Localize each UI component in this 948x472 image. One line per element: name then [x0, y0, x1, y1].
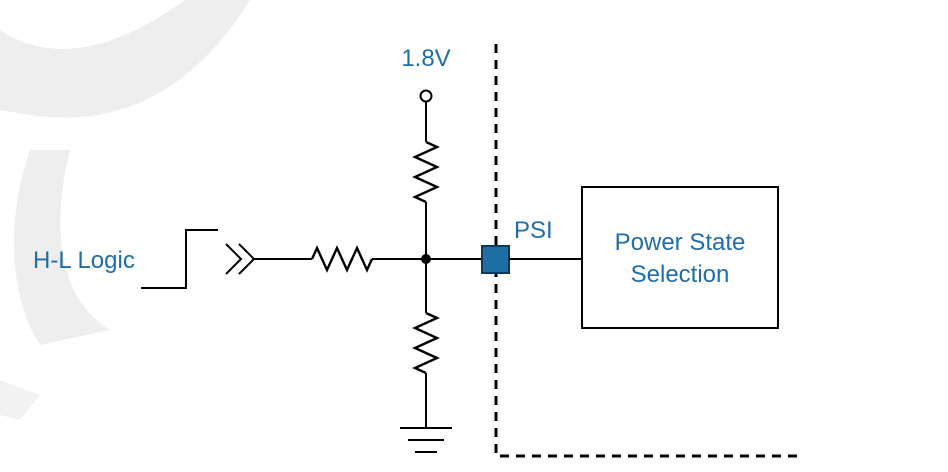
resistor-icon — [412, 311, 440, 375]
supply-terminal-icon — [419, 89, 433, 103]
power-state-block — [581, 186, 779, 329]
psi-pin — [481, 245, 510, 274]
edge-signal-icon — [141, 229, 218, 289]
ground-icon — [400, 427, 452, 453]
chip-boundary — [494, 44, 800, 458]
watermark — [0, 0, 250, 420]
input-label: H-L Logic — [33, 247, 135, 274]
supply-label: 1.8V — [401, 45, 450, 72]
block-label-line2: Selection — [631, 261, 730, 288]
buffer-chevron-icon — [225, 243, 256, 275]
block-label-line1: Power State — [615, 229, 746, 256]
pin-label: PSI — [514, 217, 553, 244]
resistor-icon — [310, 245, 374, 273]
resistor-icon — [412, 140, 440, 204]
